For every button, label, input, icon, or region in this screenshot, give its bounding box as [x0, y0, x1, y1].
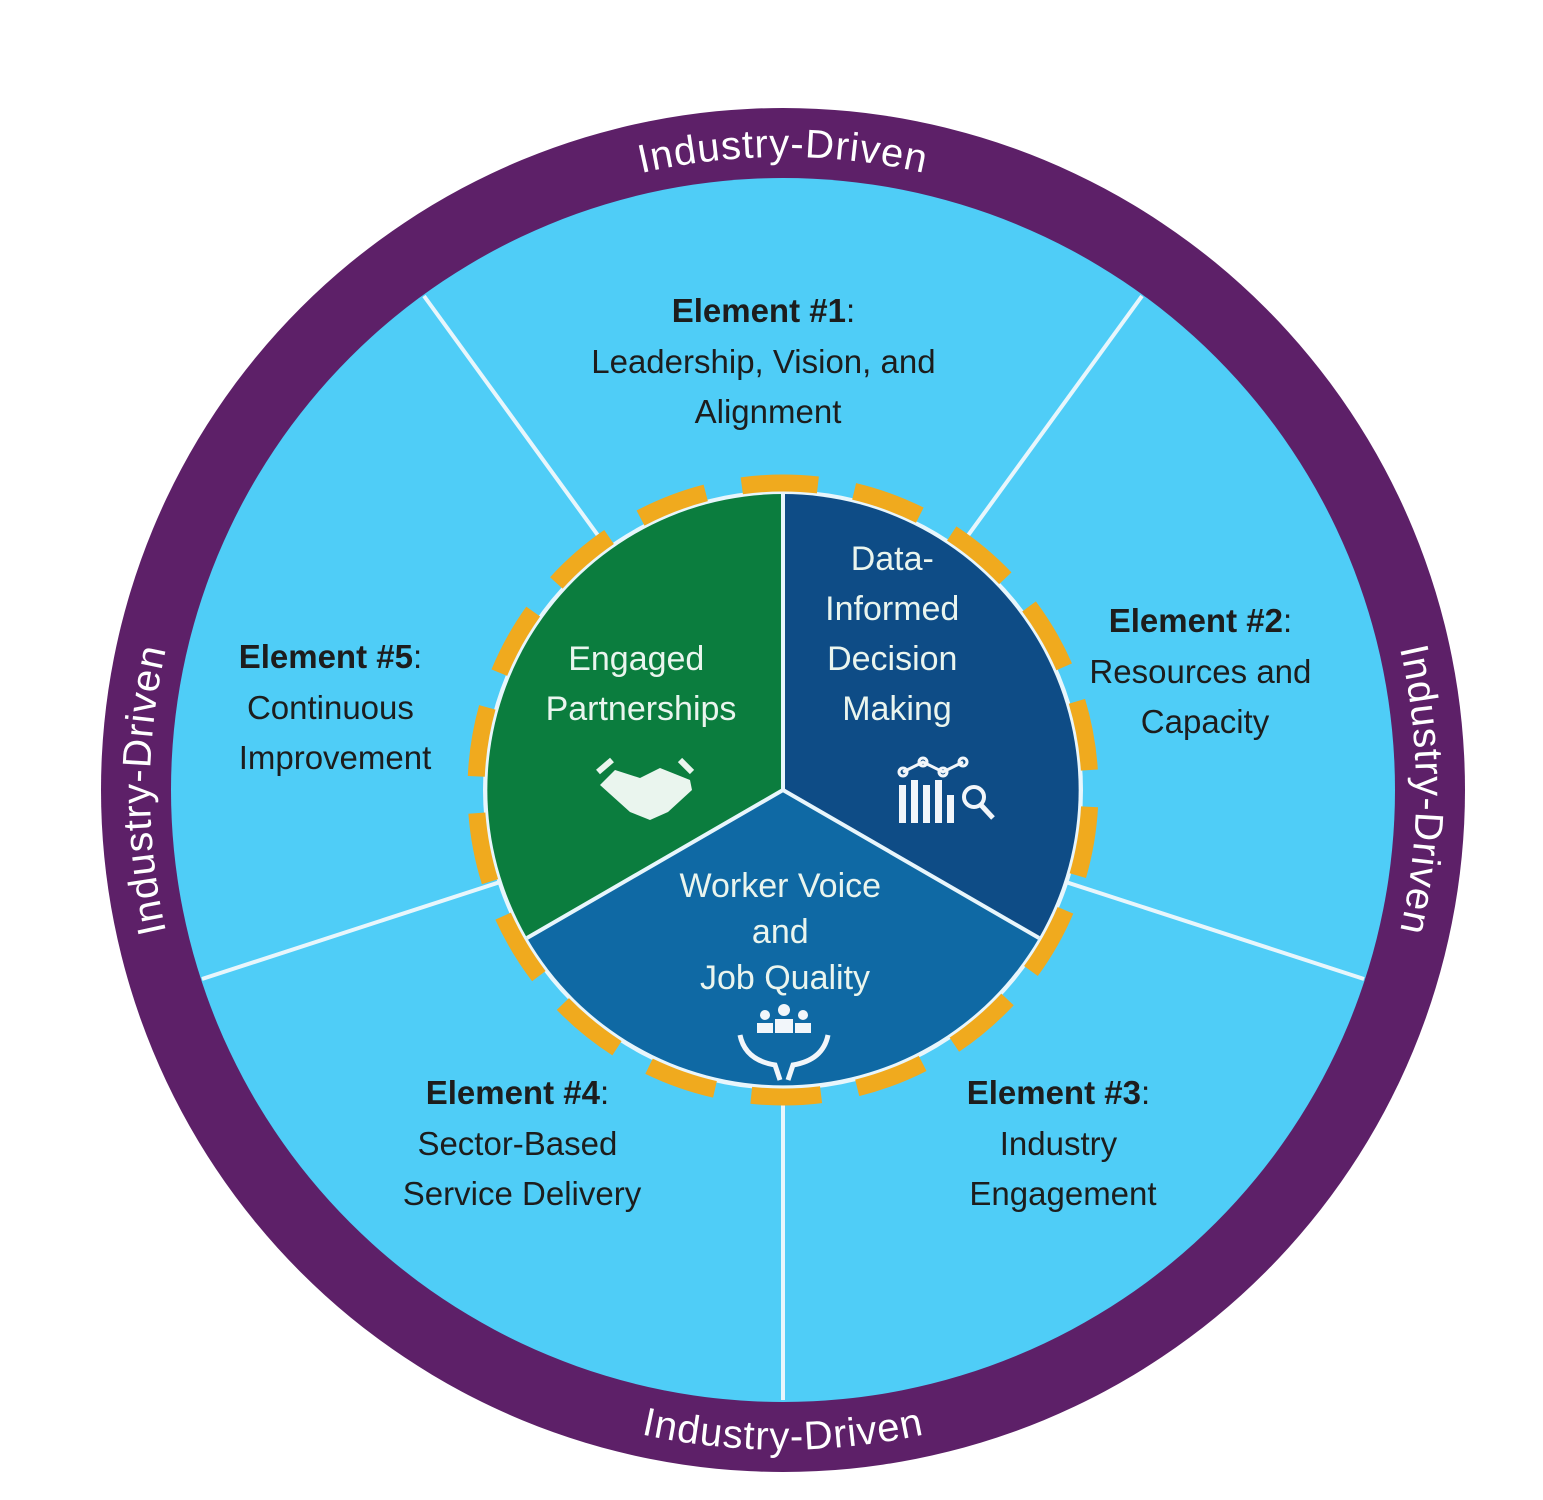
core-label-worker-voice: Worker Voice and Job Quality: [679, 867, 890, 997]
core-circle: [483, 490, 1083, 1090]
data-analysis-icon: [897, 756, 995, 823]
element-2-label: Element #2: Resources and Capacity: [1089, 602, 1320, 740]
core-segment-engaged-partnerships: [487, 494, 783, 938]
people-in-hands-icon: [737, 1004, 831, 1081]
element-1-label: Element #1: Leadership, Vision, and Alig…: [591, 292, 944, 430]
element-3-label: Element #3: Industry Engagement: [967, 1074, 1160, 1212]
core-label-engaged-partnerships: Engaged Partnerships: [546, 640, 737, 728]
element-5-label: Element #5: Continuous Improvement: [239, 638, 432, 776]
dashed-orange-ring: [467, 474, 1099, 1106]
core-segment-worker-voice: [527, 790, 1039, 1086]
core-label-data-informed: Data- Informed Decision Making: [825, 540, 969, 728]
handshake-icon: [596, 757, 695, 820]
core-segment-data-informed: [783, 494, 1079, 938]
element-4-label: Element #4: Sector-Based Service Deliver…: [403, 1074, 642, 1212]
